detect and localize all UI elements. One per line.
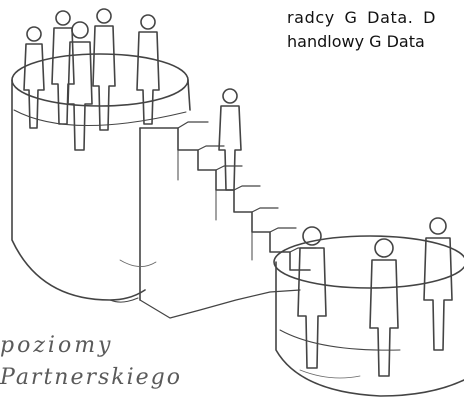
person-top-3 [67,21,93,151]
person-bottom-3 [423,217,453,351]
body-text-line-1: radcy G Data. D [287,8,437,27]
caption-line-1: poziomy [0,333,114,358]
body-text-line-2: handlowy G Data [287,32,425,51]
staircase [139,121,317,319]
bottom-platform-cylinder [273,235,464,397]
person-top-5 [136,14,160,125]
person-top-1 [23,26,45,129]
caption-line-2: Partnerskiego [0,365,182,390]
body-text-fragment: radcy G Data. D handlowy G Data [287,6,464,54]
person-top-2 [51,10,75,125]
people-top [23,8,160,151]
handwritten-caption: poziomy Partnerskiego [0,330,182,394]
shading-marks [119,259,361,379]
people-bottom [297,217,453,377]
person-bottom-1 [297,226,327,369]
person-top-4 [92,8,116,131]
person-on-stairs [218,88,242,191]
person-bottom-2 [369,238,399,377]
